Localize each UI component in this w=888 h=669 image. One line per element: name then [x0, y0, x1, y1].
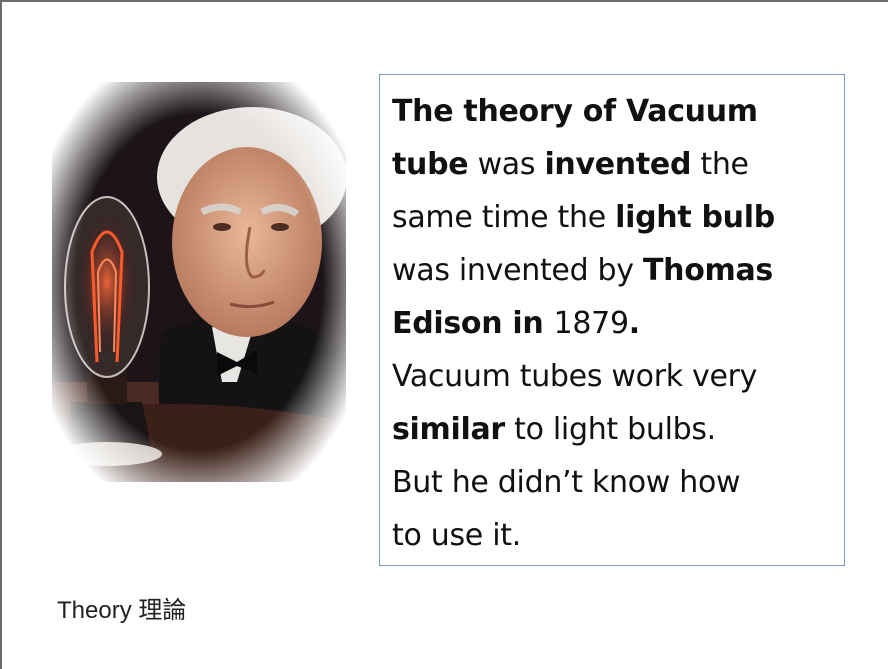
caption-translation: 理論 — [138, 596, 187, 624]
text-line-4: was invented by Thomas — [392, 244, 834, 297]
bold-word-thomas: Thomas — [643, 253, 773, 288]
text-line-3: same time the light bulb — [392, 191, 834, 244]
text-line-5: Edison in 1879. — [392, 297, 834, 350]
text-line-2: tube was invented the — [392, 138, 834, 191]
bold-word-tube: tube — [392, 147, 469, 182]
text-line-6: Vacuum tubes work very — [392, 359, 758, 394]
text-same-time: same time the — [392, 200, 616, 235]
text-year: 1879 — [553, 306, 629, 341]
bold-period: . — [628, 306, 640, 341]
bold-phrase-edison-in: Edison in — [392, 306, 554, 341]
bold-phrase-light-bulb: light bulb — [615, 200, 775, 235]
text-line-8: But he didn’t know how — [392, 465, 741, 500]
text-line-7: similar to light bulbs. — [392, 403, 834, 456]
text-line-1: The theory of Vacuum — [392, 85, 834, 138]
description-textbox: The theory of Vacuum tube was invented t… — [379, 74, 845, 566]
text-line-9: to use it. — [392, 518, 521, 553]
portrait-illustration — [52, 82, 346, 482]
text-to-light-bulbs: to light bulbs. — [504, 412, 716, 447]
vocabulary-caption: Theory 理論 — [57, 590, 186, 625]
text-was: was — [468, 147, 545, 182]
text-the: the — [691, 147, 749, 182]
edison-portrait-image — [52, 82, 346, 482]
bold-phrase-theory: The theory of Vacuum — [392, 94, 758, 129]
bold-word-invented: invented — [544, 147, 692, 182]
bold-word-similar: similar — [392, 412, 505, 447]
text-was-invented-by: was invented by — [392, 253, 643, 288]
caption-word: Theory — [57, 597, 132, 624]
